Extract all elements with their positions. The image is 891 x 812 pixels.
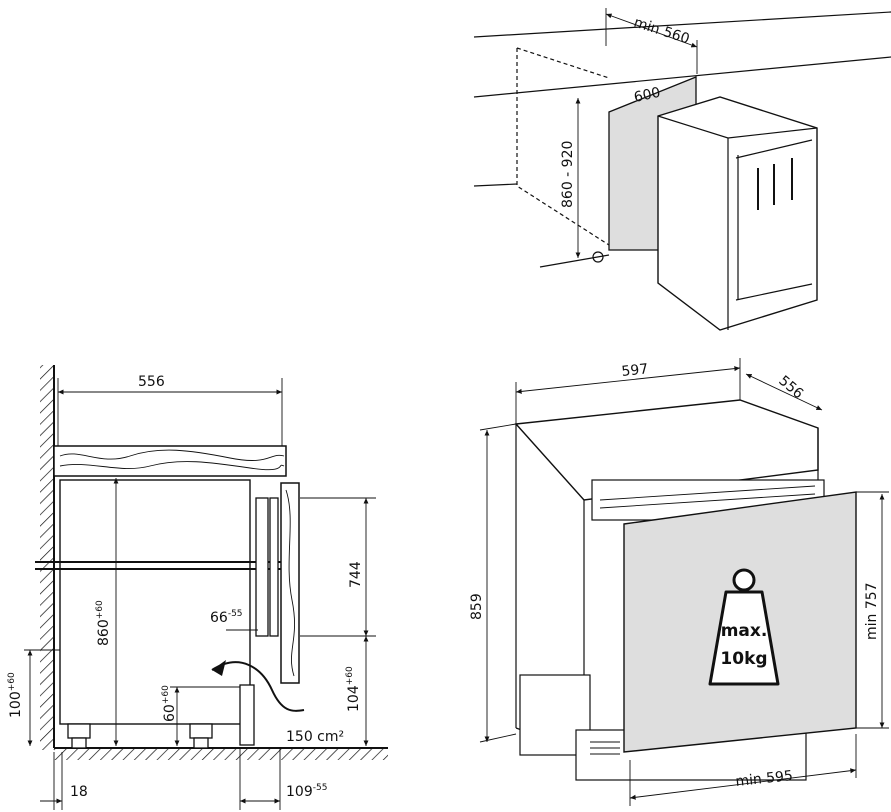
foot-right xyxy=(189,723,213,739)
width-597-label: 597 xyxy=(621,361,649,380)
height-860-920-label: 860 - 920 xyxy=(560,141,576,208)
gap-66-sup: -55 xyxy=(228,609,243,619)
plinth-100-sup: +60 xyxy=(7,672,17,691)
min-560-label: min 560 xyxy=(632,15,692,48)
max-weight-label: 10kg xyxy=(720,649,767,669)
vent-area-label: 150 cm² xyxy=(286,729,344,745)
foot-icon xyxy=(592,251,604,263)
svg-text:66-55: 66-55 xyxy=(210,609,243,626)
svg-text:860+60: 860+60 xyxy=(95,600,112,646)
width-600-label: 600 xyxy=(633,85,662,106)
product-figure: max. 10kg 597 556 859 min 757 min 595 xyxy=(469,358,889,806)
height-860-label: 860 xyxy=(96,619,112,646)
height-744-label: 744 xyxy=(348,561,364,588)
wall-hatch xyxy=(40,365,54,750)
gap-66-label: 66 xyxy=(210,610,228,626)
svg-text:109-55: 109-55 xyxy=(286,783,327,800)
floor-line xyxy=(539,254,610,268)
floor-hatch xyxy=(54,748,388,760)
plinth xyxy=(239,684,255,746)
top-niche-figure: min 560 600 860 - 920 xyxy=(473,8,891,331)
min-595-label: min 595 xyxy=(735,768,794,790)
depth-556-product-label: 556 xyxy=(775,373,806,402)
svg-text:100+60: 100+60 xyxy=(7,672,24,718)
svg-text:60+60: 60+60 xyxy=(161,685,178,722)
plinth-100-label: 100 xyxy=(8,691,24,718)
appliance-body xyxy=(59,479,251,725)
vent-60-label: 60 xyxy=(162,704,178,722)
bottom-109-sup: -55 xyxy=(313,783,328,793)
airflow-arrow-icon xyxy=(211,661,305,712)
vent-60-sup: +60 xyxy=(161,685,171,704)
vent-104-label: 104 xyxy=(346,685,362,712)
svg-text:104+60: 104+60 xyxy=(345,666,362,712)
min-757-label: min 757 xyxy=(864,582,880,640)
counter-bottom-edge xyxy=(473,56,891,98)
bottom-109-label: 109 xyxy=(286,784,313,800)
niche-top-dashed xyxy=(516,47,610,79)
depth-556-label: 556 xyxy=(138,374,165,390)
height-859-label: 859 xyxy=(469,593,485,620)
foot-left xyxy=(67,723,91,739)
section-figure: 556 744 860+60 66-55 100+60 60+60 104+60… xyxy=(7,365,388,810)
worktop xyxy=(53,445,287,477)
height-860-sup: +60 xyxy=(95,600,105,619)
offset-18-label: 18 xyxy=(70,784,88,800)
vent-104-sup: +60 xyxy=(345,666,355,685)
weight-icon: max. 10kg xyxy=(708,568,780,686)
max-label: max. xyxy=(721,621,768,641)
